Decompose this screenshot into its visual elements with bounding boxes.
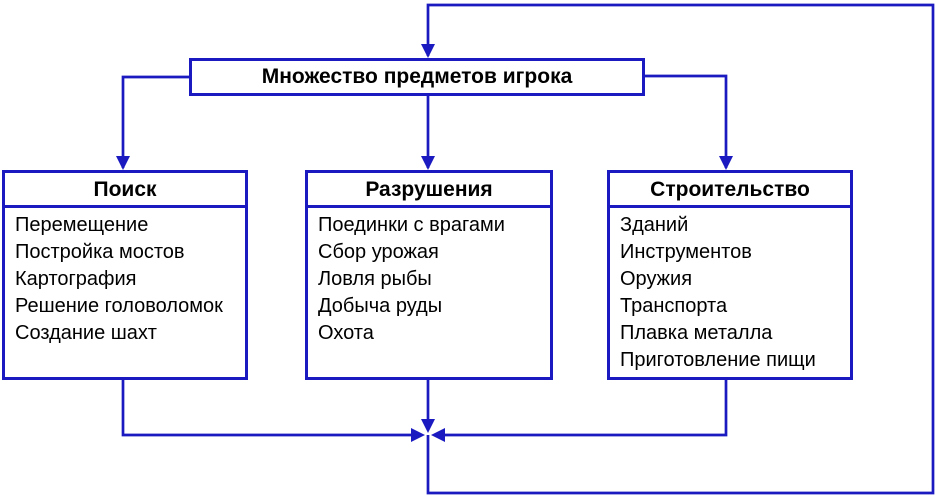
list-item: Охота — [318, 322, 374, 344]
list-item: Приготовление пищи — [620, 349, 816, 371]
arrowhead-right-icon — [411, 428, 425, 442]
arrowhead-down-icon — [116, 156, 130, 170]
root-box-player-items: Множество предметов игрока — [189, 58, 645, 96]
list-item: Поединки с врагами — [318, 214, 505, 236]
list-item: Создание шахт — [15, 322, 157, 344]
box-search-title: Поиск — [5, 173, 245, 208]
connector-root-to-search — [116, 75, 189, 170]
list-item: Перемещение — [15, 214, 149, 236]
box-construction: Строительство Зданий Инструментов Оружия… — [607, 170, 853, 380]
connector-search-to-merge — [121, 380, 425, 442]
box-destruction-items: Поединки с врагами Сбор урожая Ловля рыб… — [308, 208, 550, 347]
list-item: Инструментов — [620, 241, 752, 263]
root-box-title: Множество предметов игрока — [261, 65, 573, 88]
connector-destruction-to-merge — [421, 380, 435, 433]
connector-construction-to-merge — [431, 380, 728, 442]
feedback-loop-connector — [421, 3, 935, 495]
arrowhead-down-icon — [421, 44, 435, 58]
arrowhead-down-icon — [421, 156, 435, 170]
list-item: Зданий — [620, 214, 689, 236]
list-item: Картография — [15, 268, 137, 290]
arrowhead-down-icon — [719, 156, 733, 170]
list-item: Транспорта — [620, 295, 728, 317]
box-destruction: Разрушения Поединки с врагами Сбор урожа… — [305, 170, 553, 380]
box-construction-items: Зданий Инструментов Оружия Транспорта Пл… — [610, 208, 850, 374]
list-item: Решение головоломок — [15, 295, 223, 317]
box-search-items: Перемещение Постройка мостов Картография… — [5, 208, 245, 347]
box-search: Поиск Перемещение Постройка мостов Карто… — [2, 170, 248, 380]
arrowhead-left-icon — [431, 428, 445, 442]
list-item: Оружия — [620, 268, 693, 290]
list-item: Добыча руды — [318, 295, 443, 317]
box-destruction-title: Разрушения — [308, 173, 550, 208]
list-item: Ловля рыбы — [318, 268, 432, 290]
list-item: Плавка металла — [620, 322, 773, 344]
list-item: Постройка мостов — [15, 241, 185, 263]
box-construction-title: Строительство — [610, 173, 850, 208]
connector-root-to-construction — [645, 74, 733, 170]
connector-root-to-destruction — [421, 96, 435, 170]
list-item: Сбор урожая — [318, 241, 439, 263]
arrowhead-down-icon — [421, 419, 435, 433]
